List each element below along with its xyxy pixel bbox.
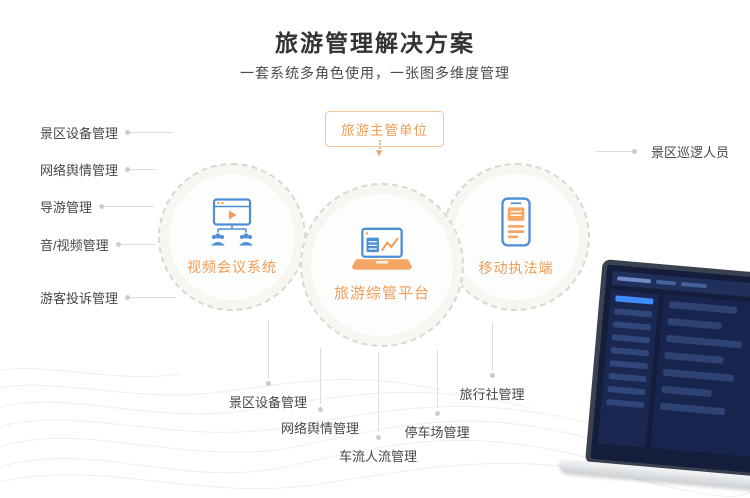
handheld-device-icon	[501, 196, 531, 247]
laptop-chart-icon	[352, 227, 412, 270]
video-conference-icon	[211, 197, 253, 245]
platform-label: 旅游综管平台	[333, 285, 430, 302]
connector-line	[267, 320, 269, 378]
bottom-item: 景区设备管理	[220, 320, 316, 411]
connector-dot	[125, 167, 131, 172]
background-contours-decoration	[0, 368, 750, 497]
connector-dot	[434, 411, 440, 416]
dashboard-content	[650, 294, 750, 460]
left-item: 景区设备管理	[40, 123, 173, 142]
right-item: 景区巡逻人员	[596, 142, 729, 161]
bottom-item-label: 网络舆情管理	[280, 421, 359, 436]
left-item-label: 导游管理	[40, 200, 93, 215]
left-item: 导游管理	[40, 197, 155, 216]
authority-connector-line	[379, 140, 381, 149]
bottom-item: 网络舆情管理	[272, 348, 368, 437]
connector-line	[130, 132, 173, 133]
down-arrow-icon: ▼	[374, 148, 384, 159]
bottom-item: 停车场管理	[389, 350, 485, 441]
left-item-label: 网络舆情管理	[40, 163, 119, 178]
connector-dot	[265, 381, 271, 386]
left-item-label: 游客投诉管理	[40, 291, 119, 306]
connector-line	[120, 244, 155, 245]
connector-dot	[317, 407, 323, 412]
connector-dot	[115, 242, 121, 247]
circle-platform: 旅游综管平台	[300, 183, 464, 347]
mobile-enforcement-label: 移动执法端	[478, 259, 554, 276]
bottom-item: 旅行社管理	[444, 322, 540, 403]
bottom-item-label: 停车场管理	[404, 425, 470, 440]
connector-dot	[99, 204, 105, 209]
circle-video-conference: 视频会议系统	[158, 163, 306, 311]
connector-line	[104, 206, 155, 207]
connector-line	[377, 352, 379, 432]
video-conference-label: 视频会议系统	[187, 258, 277, 275]
laptop-screen	[584, 259, 750, 482]
left-item: 音/视频管理	[40, 235, 155, 254]
page-title: 旅游管理解决方案	[275, 30, 475, 56]
authority-label: 旅游主管单位	[325, 111, 444, 147]
connector-line	[130, 169, 157, 170]
connector-dot	[632, 149, 637, 154]
left-item: 游客投诉管理	[40, 288, 177, 307]
bottom-item-label: 景区设备管理	[228, 395, 307, 410]
bottom-item: 车流人流管理	[330, 352, 426, 465]
left-item-label: 音/视频管理	[40, 238, 109, 253]
left-item: 网络舆情管理	[40, 160, 157, 179]
connector-dot	[125, 295, 131, 300]
connector-dot	[489, 373, 495, 378]
connector-line	[130, 297, 177, 298]
connector-line	[436, 350, 438, 408]
connector-dot	[375, 435, 381, 440]
right-item-label: 景区巡逻人员	[651, 145, 730, 160]
circle-mobile-enforcement: 移动执法端	[442, 163, 590, 311]
bottom-item-label: 车流人流管理	[338, 449, 417, 464]
connector-line	[491, 322, 493, 370]
laptop-mockup	[559, 259, 750, 493]
page-subtitle: 一套系统多角色使用，一张图多维度管理	[240, 65, 510, 81]
dashboard-sidebar	[597, 289, 659, 448]
connector-dot	[125, 130, 131, 135]
connector-line	[319, 348, 321, 404]
bottom-item-label: 旅行社管理	[459, 387, 525, 402]
connector-line	[596, 151, 632, 152]
left-item-label: 景区设备管理	[40, 126, 119, 141]
